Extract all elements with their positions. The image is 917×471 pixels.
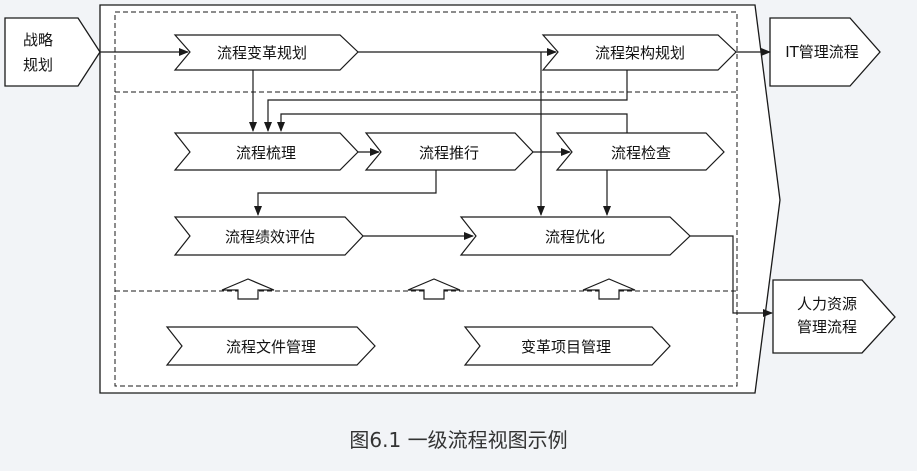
figure-caption: 图6.1 一级流程视图示例: [349, 428, 568, 452]
process-change-planning-shape: [173, 34, 359, 71]
output-it-shape: [769, 17, 881, 87]
process-file-management-label: 流程文件管理: [226, 338, 316, 356]
process-inspection-label: 流程检查: [611, 144, 671, 162]
diagram-canvas: 战略 规划 IT管理流程 人力资源 管理流程 流程变革规划 流程架构规划 流程梳…: [4, 4, 896, 394]
connector-arch-to-sorting: [264, 70, 628, 132]
process-sorting-label: 流程梳理: [236, 144, 296, 162]
connector-promotion-to-performance: [254, 170, 437, 216]
support-up-arrow-3: [582, 278, 636, 300]
process-performance-label: 流程绩效评估: [225, 228, 315, 246]
support-up-arrow-1: [221, 278, 275, 300]
connector-inspection-feedback: [277, 113, 628, 133]
input-strategy-planning-line1: 战略: [23, 31, 53, 49]
output-it-label: IT管理流程: [785, 43, 859, 61]
process-optimization-label: 流程优化: [545, 228, 605, 246]
process-optimization-shape: [459, 216, 691, 256]
process-project-management-label: 变革项目管理: [521, 338, 611, 356]
dashed-outer-boundary: [114, 11, 738, 387]
process-arch-planning-label: 流程架构规划: [595, 44, 685, 62]
process-arch-planning-shape: [541, 34, 737, 71]
output-hr-line1: 人力资源: [797, 295, 857, 313]
process-performance-shape: [173, 216, 364, 256]
output-hr-line2: 管理流程: [797, 318, 857, 336]
support-up-arrow-2: [407, 278, 461, 300]
output-hr-shape: [772, 279, 896, 354]
process-project-management-shape: [463, 326, 671, 366]
process-promotion-shape: [364, 132, 534, 171]
process-file-management-shape: [165, 326, 376, 366]
input-strategy-planning-line2: 规划: [23, 56, 53, 74]
process-promotion-label: 流程推行: [419, 144, 479, 162]
connector-optimization-to-hr: [690, 235, 773, 317]
process-sorting-shape: [173, 132, 359, 171]
process-change-planning-label: 流程变革规划: [217, 44, 307, 62]
process-inspection-shape: [555, 132, 725, 171]
input-strategy-planning-shape: [4, 17, 101, 87]
